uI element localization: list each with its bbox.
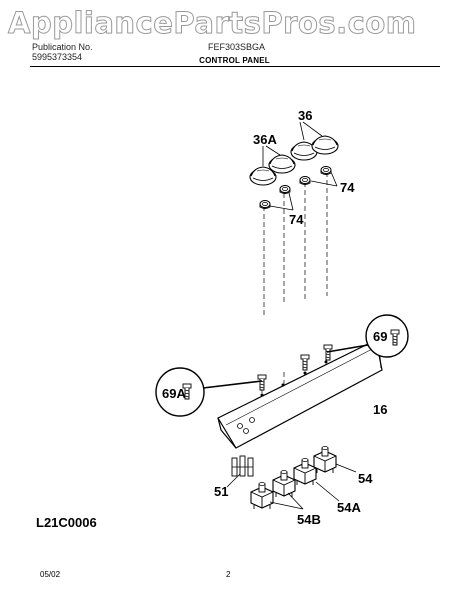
leader-lines-top <box>262 121 338 211</box>
screw-callout-69a <box>155 367 263 417</box>
publication-label: Publication No. <box>32 42 93 52</box>
leader-lines-bottom <box>226 463 357 510</box>
callout-54b: 54B <box>297 512 321 527</box>
callout-51: 51 <box>214 484 229 499</box>
footer-date: 05/02 <box>40 570 61 579</box>
callout-54: 54 <box>358 471 373 486</box>
callout-16: 16 <box>373 402 388 417</box>
knob-spring-clip <box>259 200 271 209</box>
panel-screw <box>257 374 267 391</box>
callout-36a: 36A <box>253 132 277 147</box>
callout-36: 36 <box>298 108 313 123</box>
footer-page-number: 2 <box>226 570 231 579</box>
burner-knob-36-right <box>311 135 339 155</box>
model-number: FEF303SBGA <box>208 42 266 52</box>
page-title: CONTROL PANEL <box>199 56 270 65</box>
screw-callout-69 <box>326 314 409 358</box>
knob-spring-clip <box>279 185 291 194</box>
burner-switch-54 <box>313 445 337 474</box>
burner-switch-54a <box>293 457 317 486</box>
watermark: AppliancePartsPros.com <box>7 6 417 41</box>
publication-number: 5995373354 <box>32 52 83 62</box>
callout-74-left: 74 <box>289 212 304 227</box>
knob-spring-clip <box>299 176 311 185</box>
panel-screw <box>300 354 310 371</box>
control-panel-bracket <box>217 339 383 449</box>
switch-51 <box>231 455 254 477</box>
callout-69a: 69A <box>162 386 186 401</box>
burner-switch-54b <box>272 469 296 498</box>
callout-54a: 54A <box>337 500 361 515</box>
burner-switch-54b <box>250 481 274 510</box>
header-rule <box>30 66 440 67</box>
callout-69: 69 <box>373 329 388 344</box>
callout-74-right: 74 <box>340 180 355 195</box>
knob-spring-clip <box>320 166 332 175</box>
diagram-code: L21C0006 <box>36 515 97 530</box>
burner-knob-36a-right <box>268 154 296 174</box>
